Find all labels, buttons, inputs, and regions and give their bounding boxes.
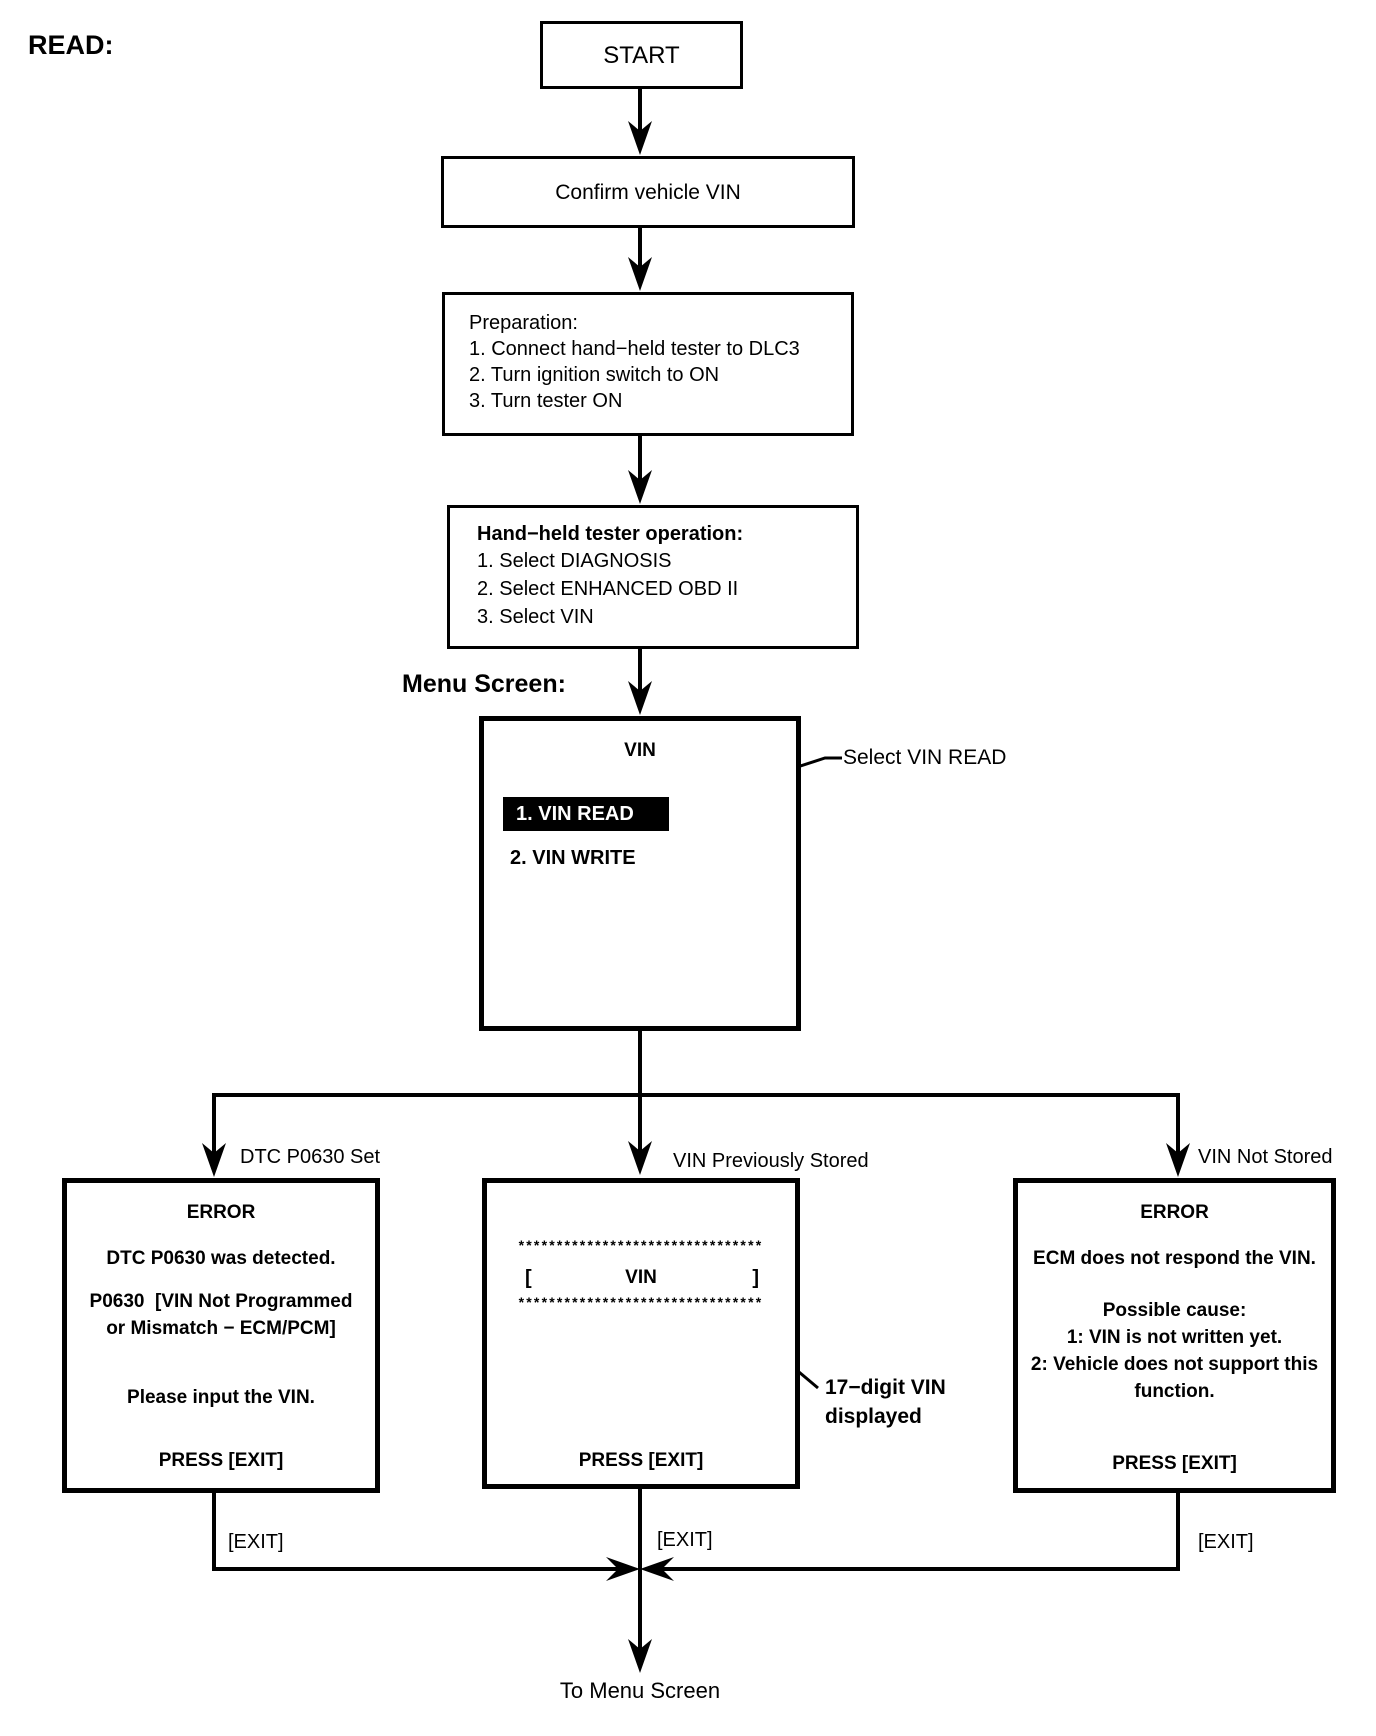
vin-display-value: VIN — [625, 1267, 657, 1288]
menu-item-vin-read[interactable]: 1. VIN READ — [503, 797, 669, 831]
start-box: START — [540, 21, 743, 89]
vin-displayed-annotation-2: displayed — [825, 1405, 922, 1428]
start-label: START — [603, 41, 680, 69]
error-dtc-line-2: P0630 [VIN Not Programmed — [89, 1291, 353, 1312]
error-ecm-line-2: Possible cause: — [1102, 1300, 1247, 1321]
error-ecm-press-exit: PRESS [EXIT] — [1112, 1453, 1237, 1474]
flow-lines — [212, 89, 1180, 1649]
preparation-title: Preparation: — [469, 312, 578, 334]
vin-menu-title: VIN — [624, 740, 656, 761]
tester-operation-box: Hand−held tester operation: 1. Select DI… — [447, 505, 859, 649]
error-ecm-line-3: 1: VIN is not written yet. — [1066, 1327, 1283, 1348]
error-ecm-line-5: function. — [1134, 1381, 1215, 1402]
vin-display-stars-top: ******************************** — [518, 1237, 764, 1253]
tester-step-2: 2. Select ENHANCED OBD II — [477, 578, 739, 600]
error-ecm-line-4: 2: Vehicle does not support this — [1030, 1354, 1319, 1375]
vin-displayed-annotation-1: 17−digit VIN — [825, 1376, 946, 1399]
menu-screen-heading: Menu Screen: — [402, 670, 566, 698]
preparation-box: Preparation: 1. Connect hand−held tester… — [442, 292, 854, 436]
tester-operation-title: Hand−held tester operation: — [477, 523, 744, 545]
tester-step-3: 3. Select VIN — [477, 606, 594, 628]
confirm-vin-box: Confirm vehicle VIN — [441, 156, 855, 228]
exit-label-middle: [EXIT] — [657, 1529, 713, 1551]
vin-bracket-open: [ — [525, 1267, 532, 1289]
vin-menu-screen: VIN 1. VIN READ 2. VIN WRITE — [479, 716, 801, 1031]
exit-label-left: [EXIT] — [228, 1531, 284, 1553]
select-vin-read-annotation: Select VIN READ — [843, 746, 1007, 769]
branch-label-dtc-set: DTC P0630 Set — [240, 1146, 381, 1168]
error-ecm-line-1: ECM does not respond the VIN. — [1033, 1248, 1316, 1269]
read-heading: READ: — [28, 30, 114, 60]
error-dtc-title: ERROR — [186, 1202, 256, 1223]
branch-label-vin-stored: VIN Previously Stored — [673, 1150, 869, 1172]
exit-label-right: [EXIT] — [1198, 1531, 1254, 1553]
error-dtc-line-1: DTC P0630 was detected. — [106, 1248, 336, 1269]
preparation-step-3: 3. Turn tester ON — [469, 390, 623, 412]
preparation-step-1: 1. Connect hand−held tester to DLC3 — [469, 338, 800, 360]
vin-display-screen: ******************************** [ VIN ]… — [482, 1178, 800, 1489]
error-ecm-title: ERROR — [1140, 1202, 1209, 1223]
error-dtc-press-exit: PRESS [EXIT] — [158, 1450, 284, 1471]
arrowheads — [202, 121, 1190, 1673]
error-dtc-screen: ERROR DTC P0630 was detected. P0630 [VIN… — [62, 1178, 380, 1493]
to-menu-screen-label: To Menu Screen — [559, 1678, 721, 1703]
preparation-step-2: 2. Turn ignition switch to ON — [469, 364, 720, 386]
vin-display-stars-bottom: ******************************** — [518, 1294, 764, 1310]
tester-step-1: 1. Select DIAGNOSIS — [477, 550, 672, 572]
error-dtc-line-4: Please input the VIN. — [127, 1387, 315, 1408]
error-dtc-line-3: or Mismatch − ECM/PCM] — [106, 1318, 336, 1339]
vin-display-press-exit: PRESS [EXIT] — [578, 1450, 704, 1471]
branch-label-vin-not-stored: VIN Not Stored — [1198, 1146, 1333, 1168]
error-ecm-screen: ERROR ECM does not respond the VIN. Poss… — [1013, 1178, 1336, 1493]
vin-bracket-close: ] — [752, 1267, 759, 1289]
menu-item-vin-write[interactable]: 2. VIN WRITE — [510, 847, 636, 869]
confirm-vin-label: Confirm vehicle VIN — [555, 180, 741, 204]
